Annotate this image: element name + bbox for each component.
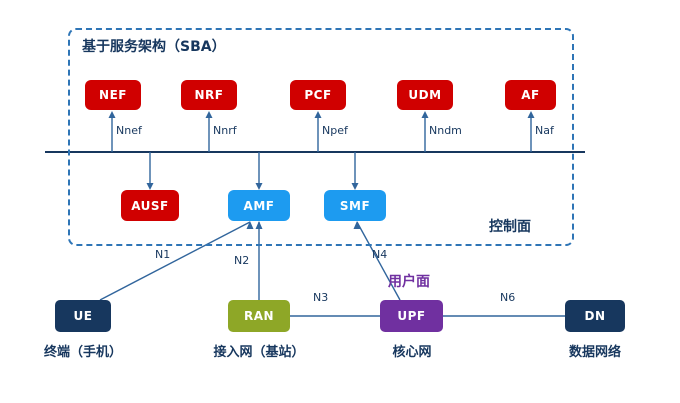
interface-label-n1: N1: [155, 248, 171, 261]
n1-arrow-icon: [246, 221, 254, 229]
caption-upf: 核心网: [392, 345, 432, 360]
nef-arrow-icon: [108, 111, 116, 118]
interface-label-n4: N4: [372, 248, 388, 261]
nrf-arrow-icon: [205, 111, 213, 118]
interface-label-n6: N6: [500, 291, 516, 304]
node-ran: RAN: [228, 300, 290, 332]
pcf-arrow-icon: [314, 111, 322, 118]
interface-label-npef: Npef: [322, 124, 348, 137]
interface-label-nndm: Nndm: [429, 124, 462, 137]
n2-arrow-icon: [255, 221, 263, 229]
af-arrow-icon: [527, 111, 535, 118]
caption-dn: 数据网络: [568, 345, 622, 360]
node-ausf: AUSF: [121, 190, 179, 221]
node-af: AF: [505, 80, 556, 110]
node-amf: AMF: [228, 190, 290, 221]
node-dn: DN: [565, 300, 625, 332]
interface-label-naf: Naf: [535, 124, 554, 137]
n4-arrow-icon: [353, 221, 361, 229]
node-udm: UDM: [397, 80, 453, 110]
node-ue: UE: [55, 300, 111, 332]
amf-arrow-icon: [255, 183, 263, 190]
ausf-arrow-icon: [146, 183, 154, 190]
node-smf: SMF: [324, 190, 386, 221]
smf-arrow-icon: [351, 183, 359, 190]
interface-label-nnrf: Nnrf: [213, 124, 237, 137]
node-nrf: NRF: [181, 80, 237, 110]
control-plane-label: 控制面: [489, 219, 531, 235]
node-upf: UPF: [380, 300, 443, 332]
caption-ran: 接入网（基站）: [213, 345, 305, 360]
user-plane-label: 用户面: [388, 274, 430, 290]
interface-label-n3: N3: [313, 291, 329, 304]
n4-link: [356, 221, 401, 301]
node-pcf: PCF: [290, 80, 346, 110]
node-nef: NEF: [85, 80, 141, 110]
control-plane-boundary: [68, 28, 574, 246]
interface-label-n2: N2: [234, 254, 250, 267]
caption-ue: 终端（手机）: [43, 345, 123, 360]
interface-label-nnef: Nnef: [116, 124, 142, 137]
sba-title: 基于服务架构（SBA）: [82, 39, 226, 55]
udm-arrow-icon: [421, 111, 429, 118]
n1-link: [99, 221, 251, 301]
